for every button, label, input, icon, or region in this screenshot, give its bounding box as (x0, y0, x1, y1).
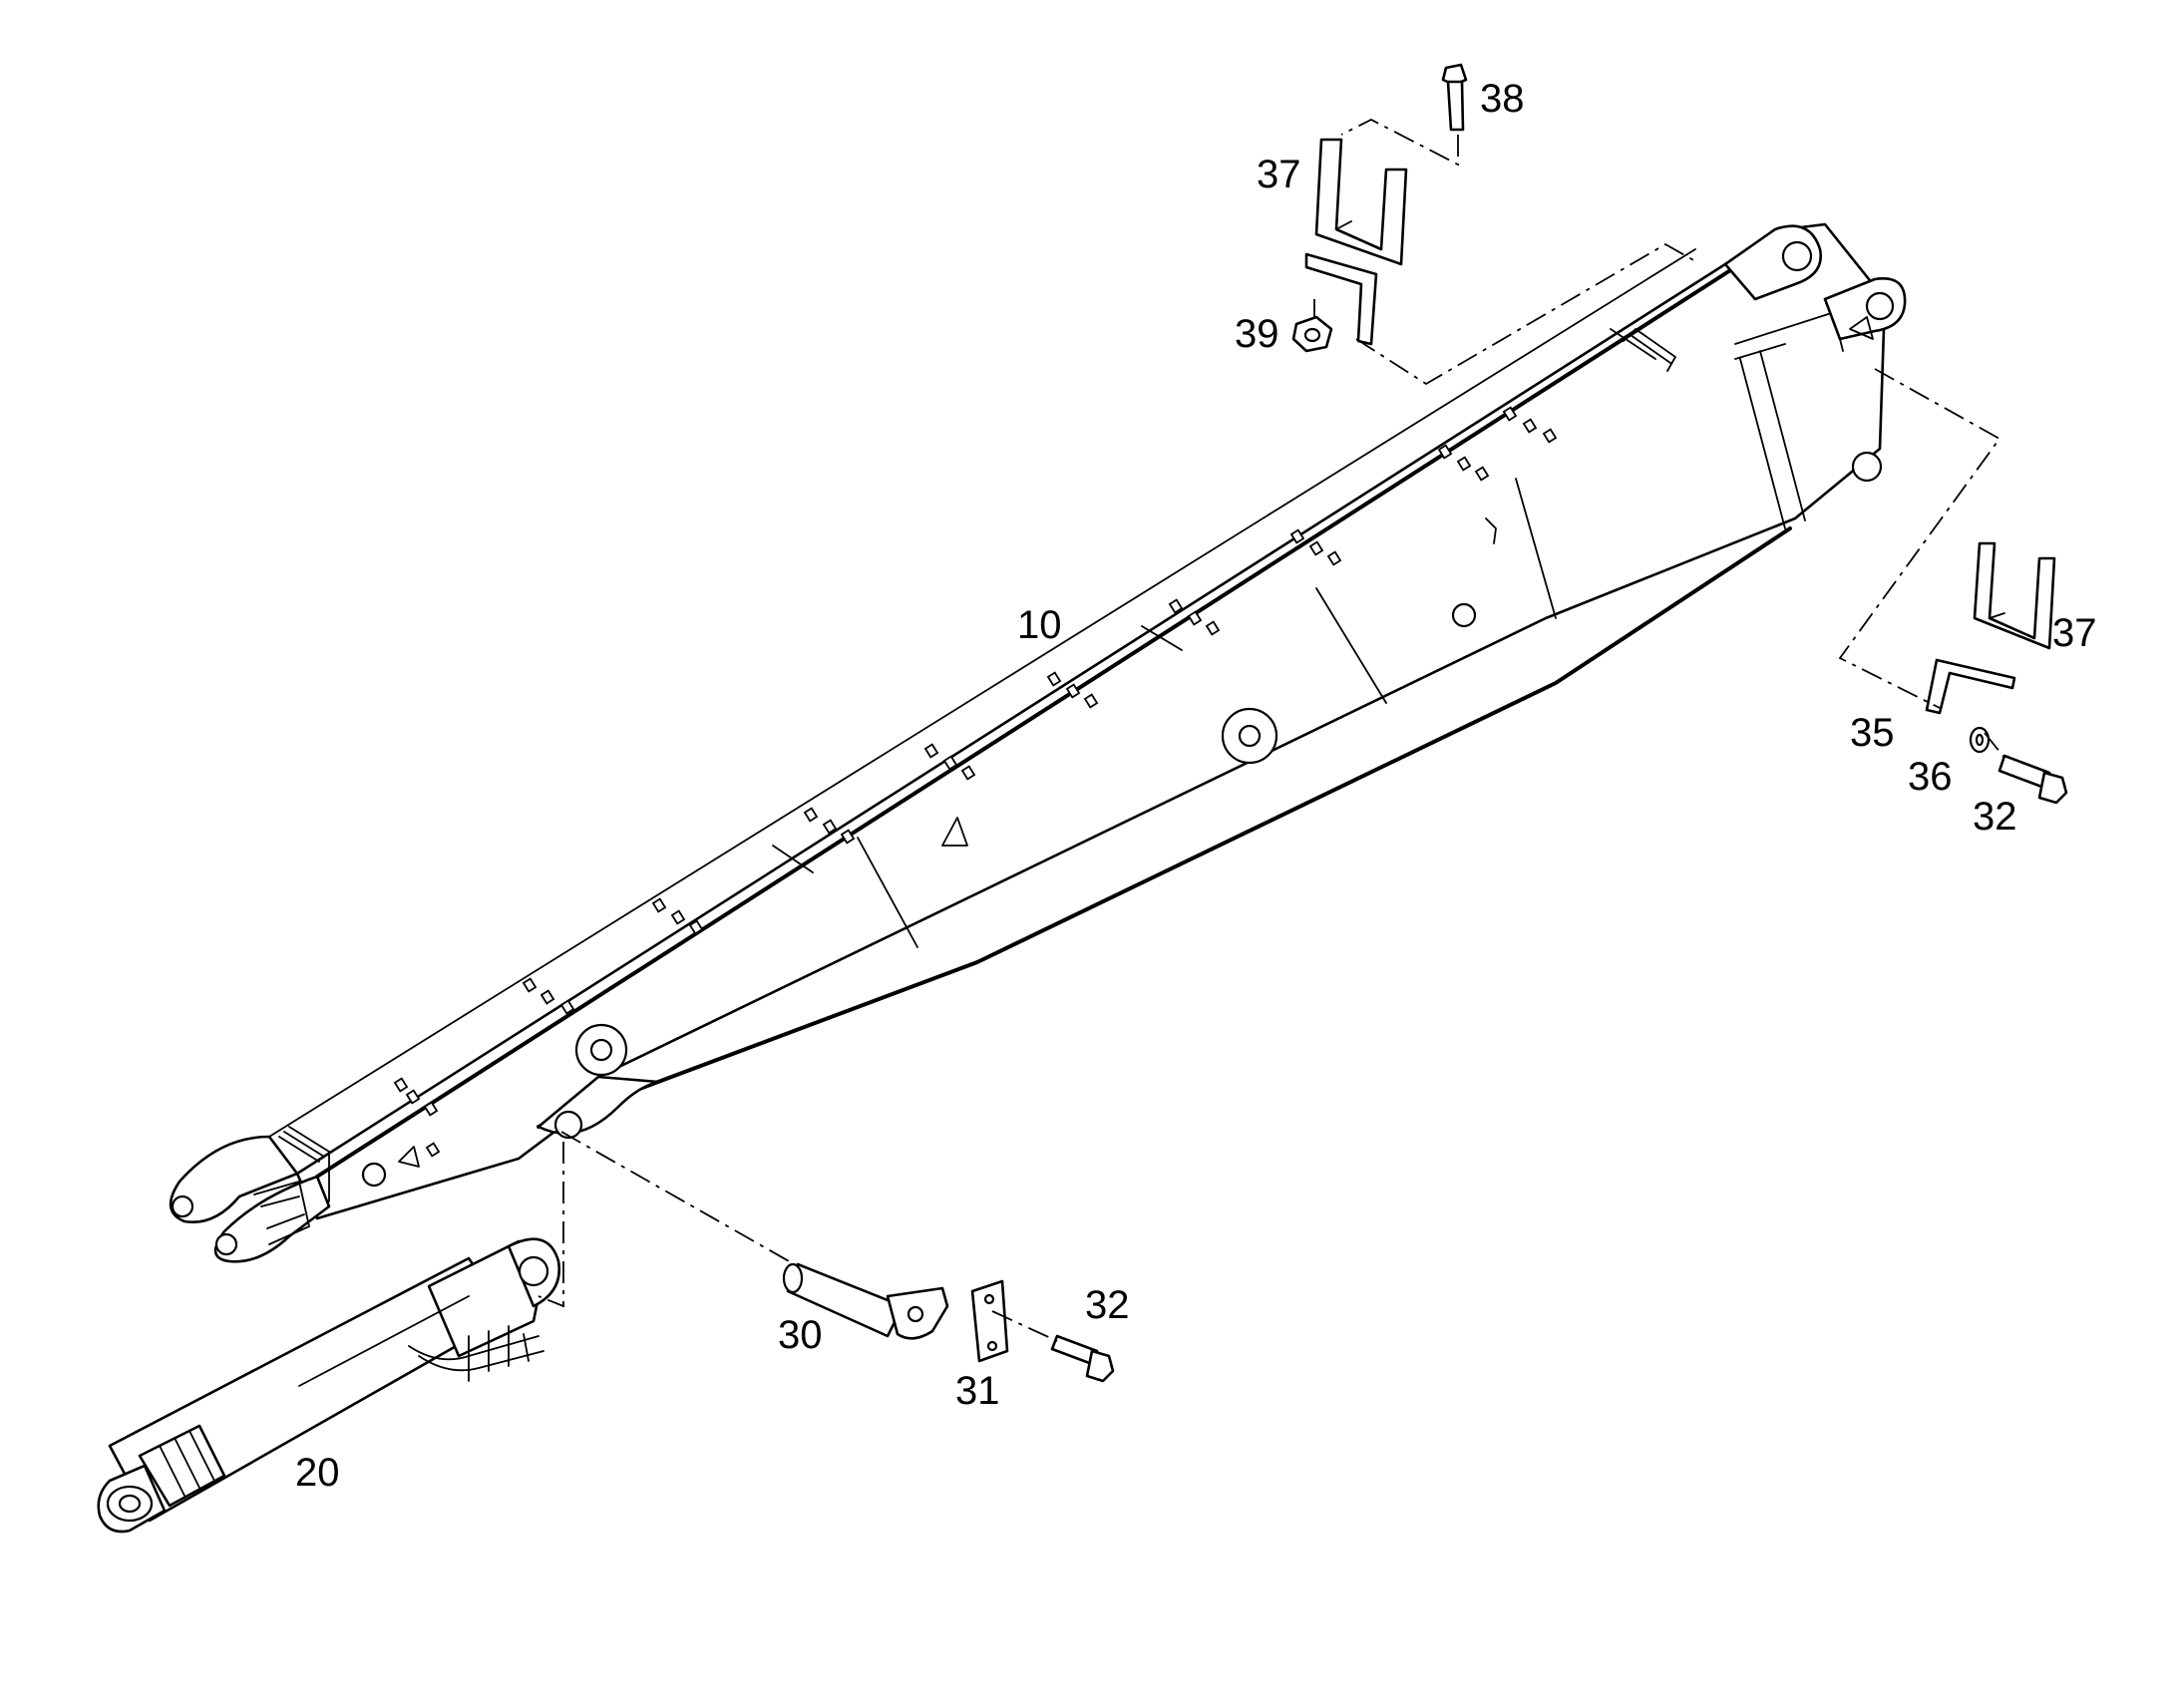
callout-36: 36 (1908, 755, 1953, 799)
assembly-leader-lines (538, 118, 2005, 1342)
pin-part-30 (782, 1262, 949, 1340)
callout-10: 10 (1017, 603, 1062, 647)
bolt-part-32-upper (1998, 754, 2068, 805)
bracket-part-35-right (1925, 658, 2016, 715)
plate-part-31 (970, 1279, 1009, 1363)
callout-35: 35 (1850, 711, 1895, 755)
clamp-part-37-top (1314, 138, 1408, 266)
boom-arm-part-10 (169, 222, 1907, 1263)
clamp-part-37-right (1973, 541, 2056, 650)
bolt-part-38 (1441, 63, 1468, 132)
callout-39: 39 (1235, 312, 1279, 356)
callout-31: 31 (955, 1369, 1000, 1413)
hydraulic-cylinder-part-20 (97, 1237, 561, 1534)
callout-30: 30 (778, 1313, 823, 1357)
callout-32-lower: 32 (1085, 1283, 1130, 1327)
top-face-holes (393, 406, 1558, 1158)
nut-part-39 (1291, 315, 1333, 353)
callout-38: 38 (1480, 77, 1525, 121)
callout-37-right: 37 (2052, 611, 2097, 655)
callout-32-upper: 32 (1973, 795, 2017, 839)
bolt-part-32-lower (1050, 1334, 1115, 1383)
callout-37-top: 37 (1257, 153, 1301, 196)
callout-labels: 10 20 30 31 32 32 35 36 37 37 38 39 (295, 77, 2097, 1495)
callout-20: 20 (295, 1451, 340, 1495)
washer-part-36 (1969, 726, 1991, 754)
